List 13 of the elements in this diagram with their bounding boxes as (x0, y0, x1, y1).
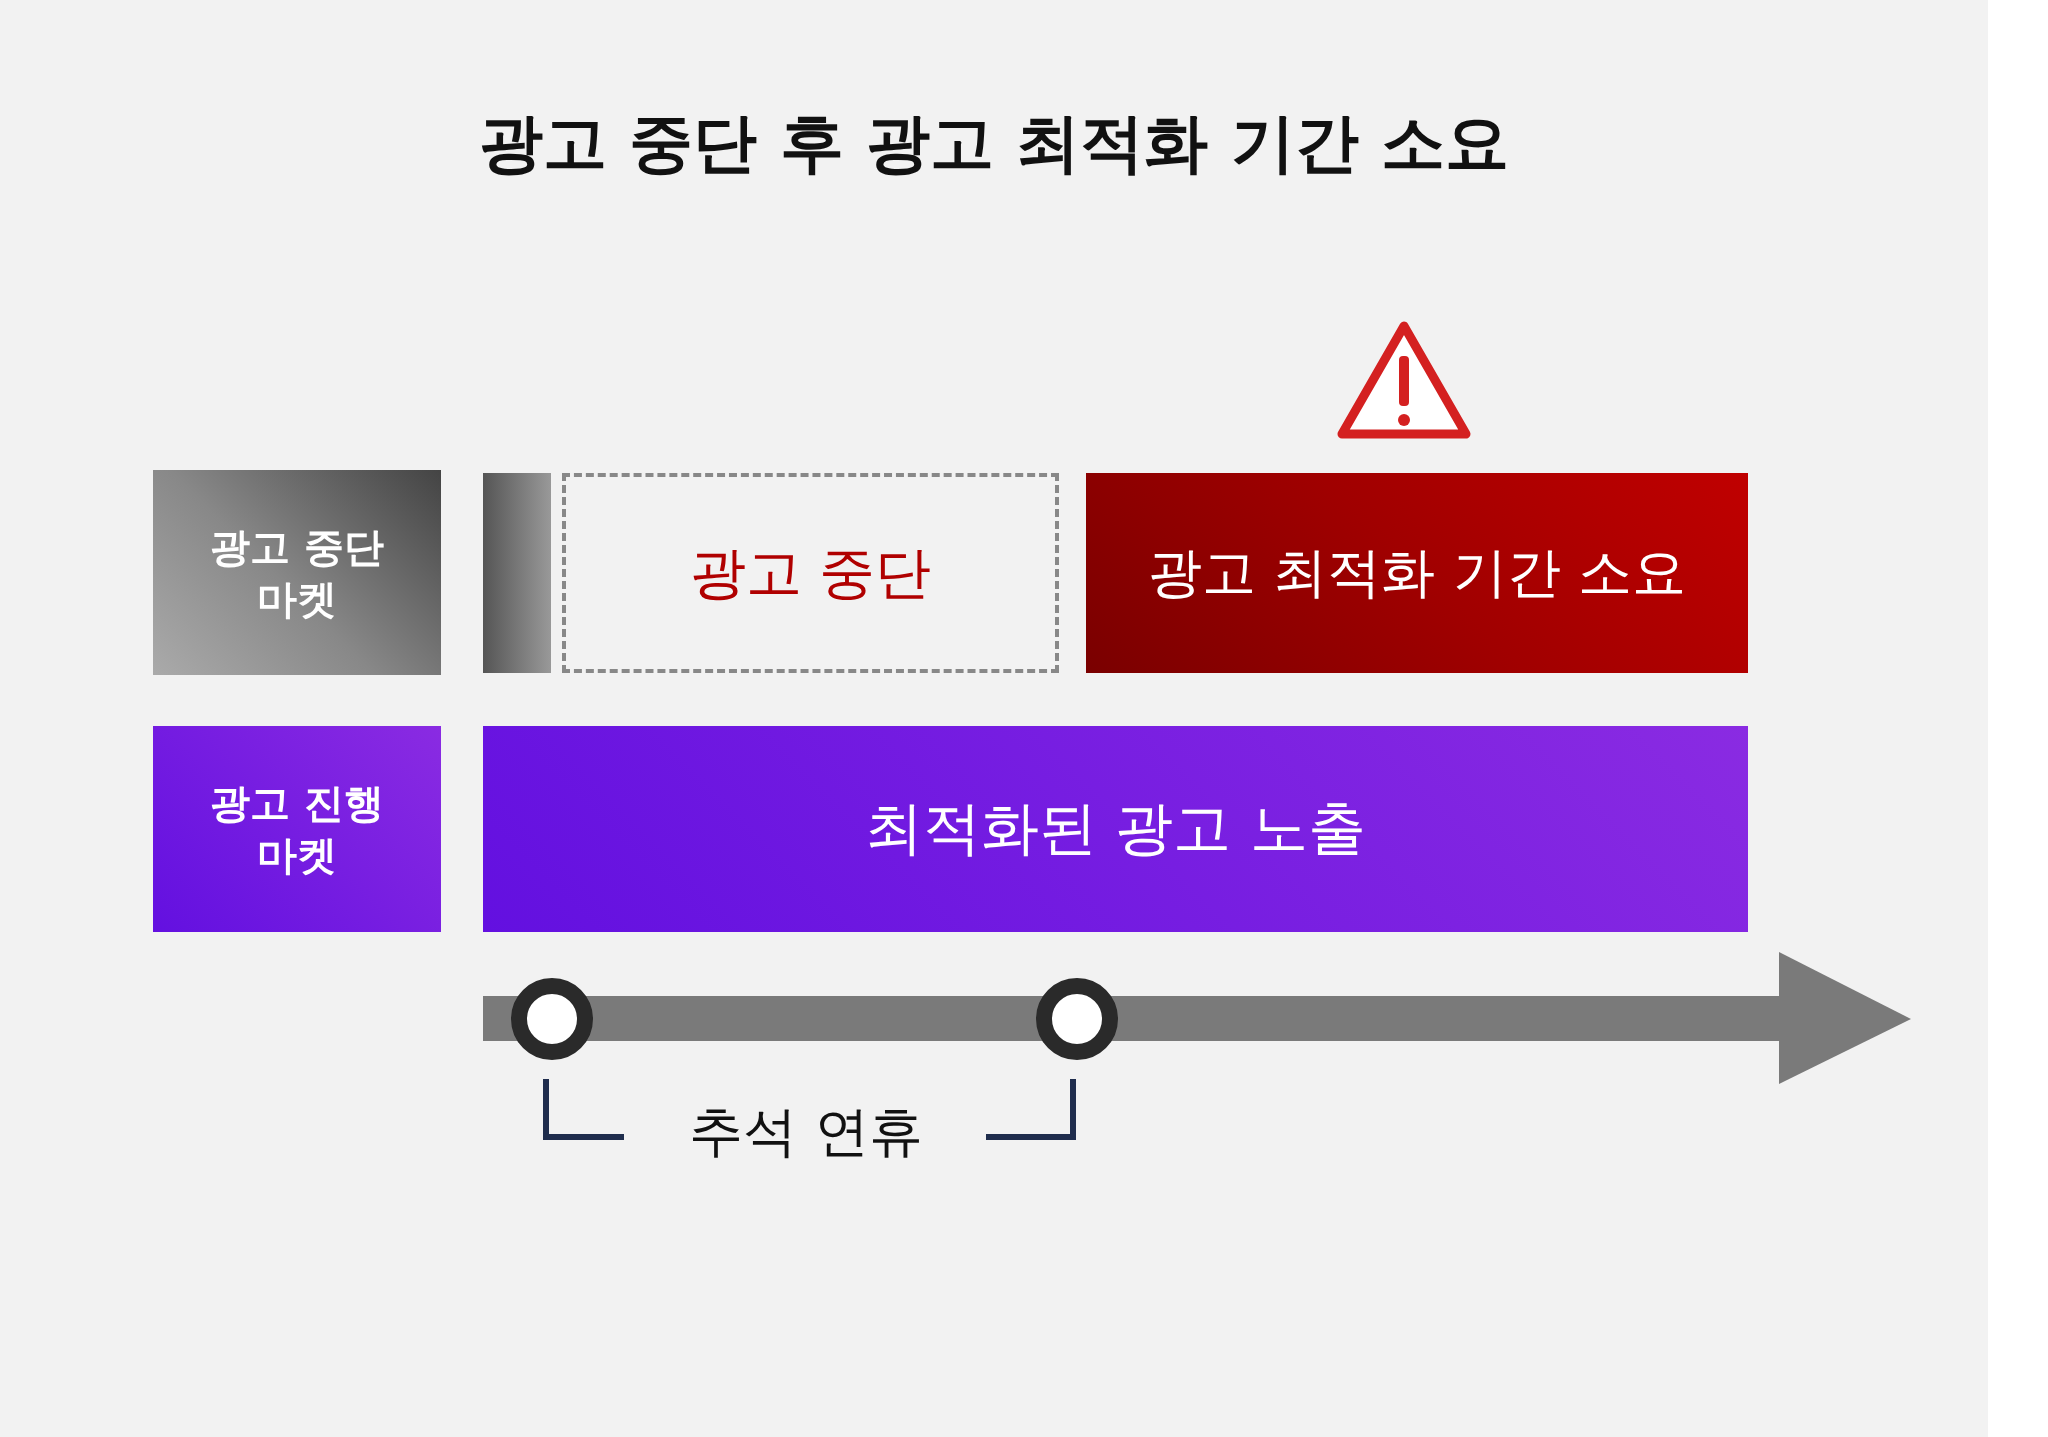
box-label: 최적화된 광고 노출 (865, 793, 1366, 865)
box-label: 광고 진행 마켓 (209, 779, 385, 880)
exposure-bar (483, 726, 1748, 932)
market-box (153, 470, 441, 675)
optimization-box (1086, 473, 1748, 673)
box-label: 광고 최적화 기간 소요 (1148, 539, 1686, 606)
market-box (153, 726, 441, 932)
box-label: 광고 중단 (689, 538, 932, 607)
diagram-title: 광고 중단 후 광고 최적화 기간 소요 (478, 105, 1510, 182)
box-label: 광고 중단 마켓 (209, 522, 385, 624)
stopped-period-box (562, 473, 1059, 673)
period-label: 추석 연휴 (688, 1099, 924, 1165)
gap-bar (483, 473, 551, 673)
